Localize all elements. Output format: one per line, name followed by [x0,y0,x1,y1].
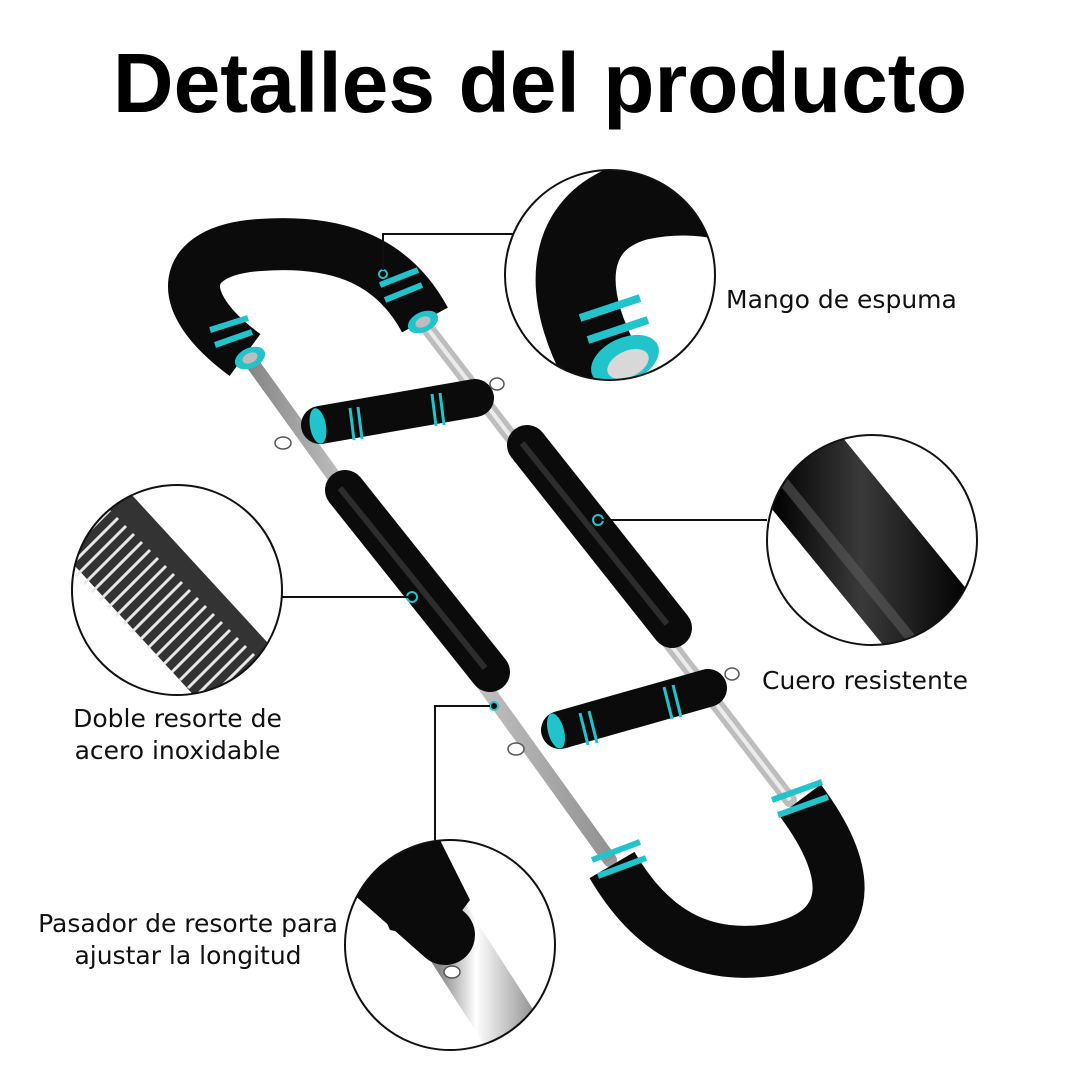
label-leather: Cuero resistente [762,666,968,695]
page-title: Detalles del producto [112,36,968,130]
label-pin: Pasador de resorte para ajustar la longi… [28,908,348,972]
label-spring-line1: Doble resorte de [73,704,282,733]
callout-circle-foam-handle [504,169,716,381]
callout-circle-spring [71,484,283,696]
label-spring: Doble resorte de acero inoxidable [50,703,305,767]
main-product-illustration [168,218,865,978]
label-foam-handle: Mango de espuma [726,285,957,314]
callout-circle-pin [344,839,556,1051]
callout-circle-leather [766,434,978,646]
label-spring-line2: acero inoxidable [74,736,281,765]
leader-lines [280,233,767,840]
label-pin-line2: ajustar la longitud [74,941,302,970]
label-pin-line1: Pasador de resorte para [38,909,338,938]
